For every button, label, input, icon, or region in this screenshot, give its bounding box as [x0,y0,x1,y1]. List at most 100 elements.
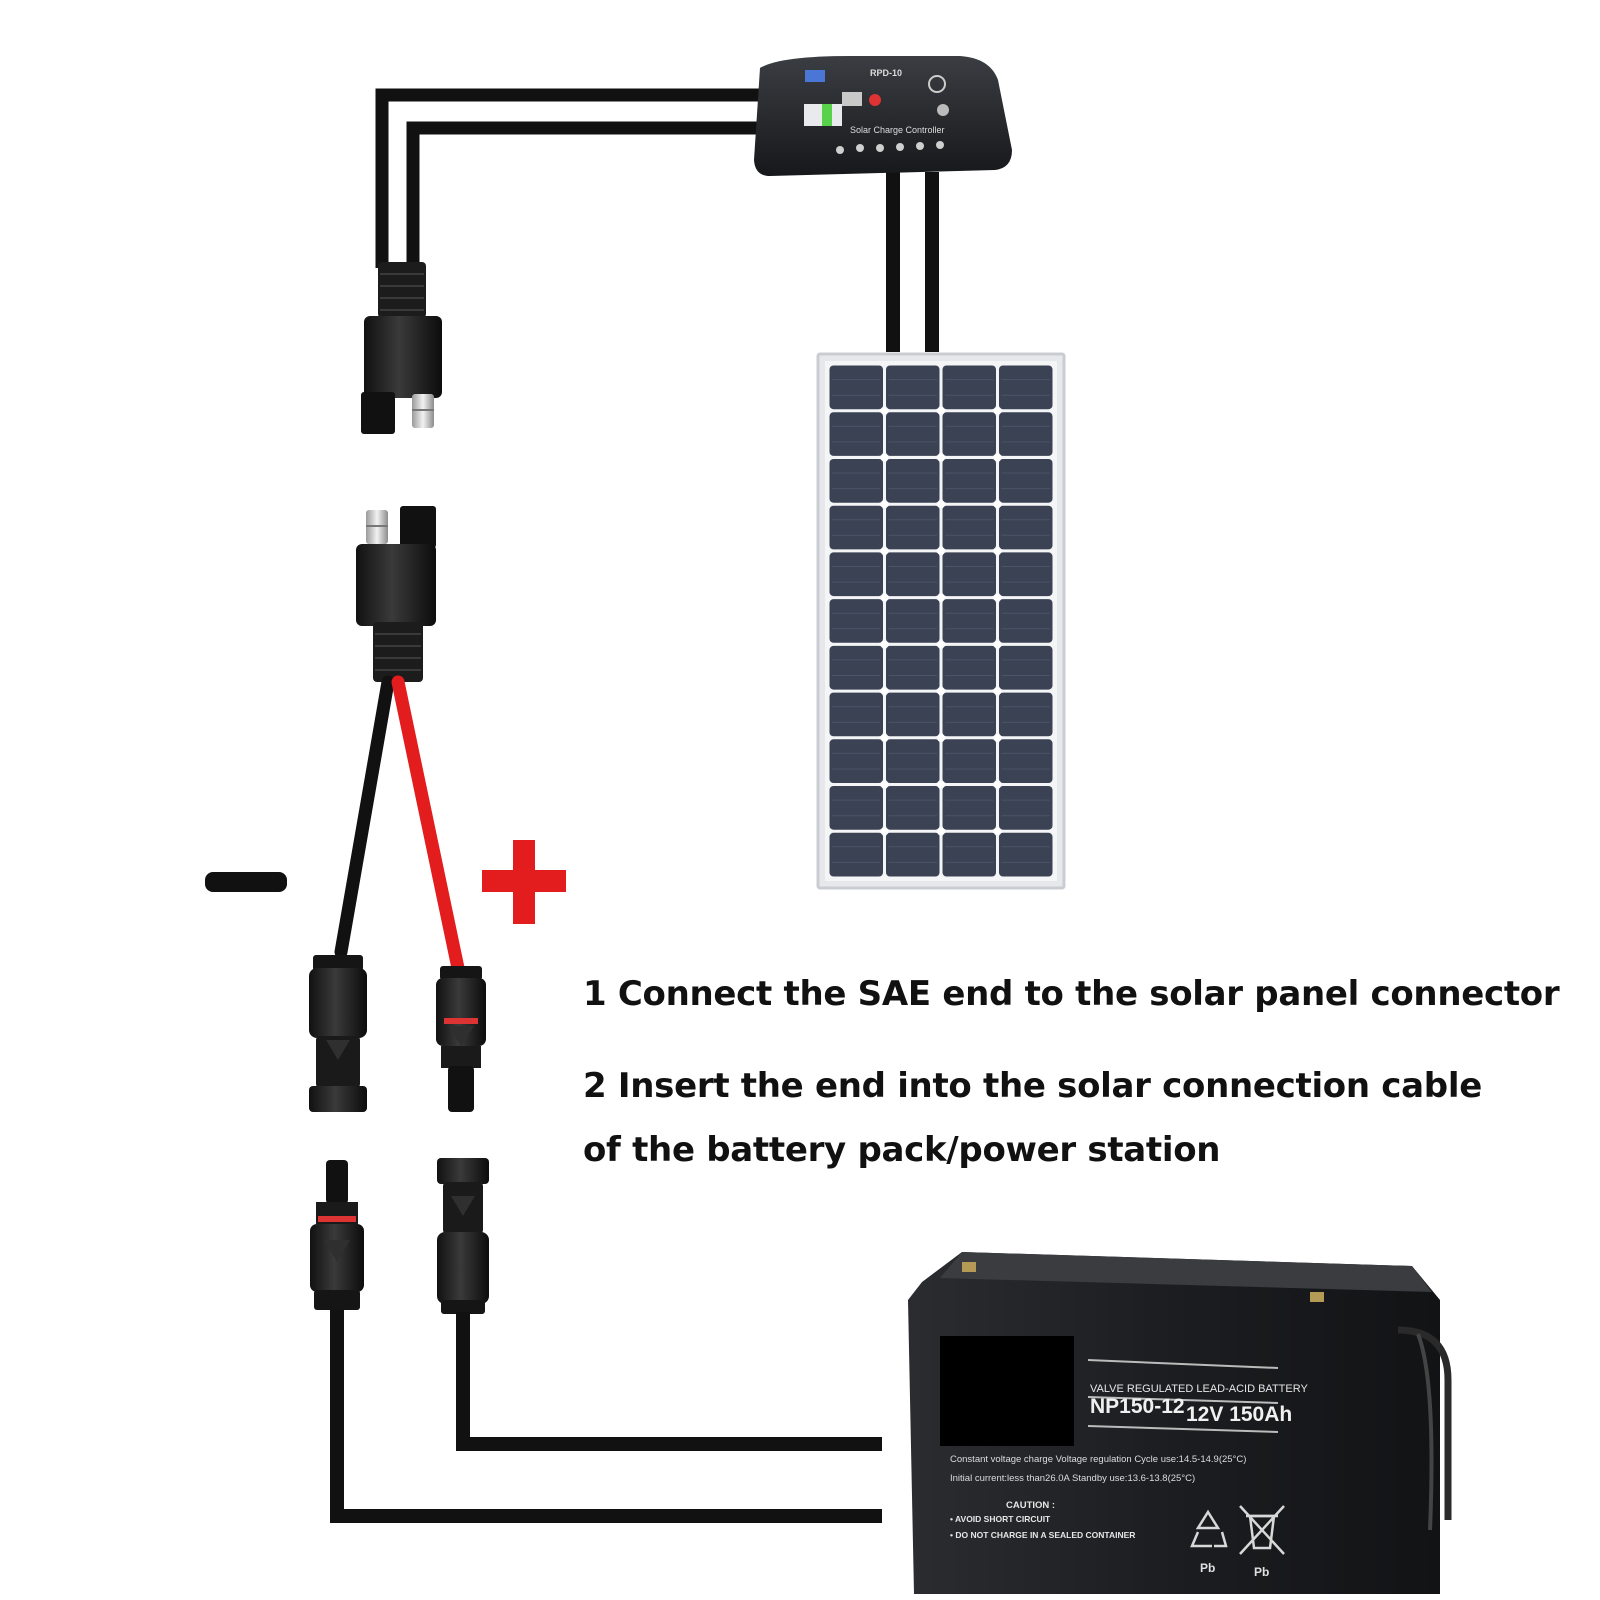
controller-to-sae-cable [375,88,760,268]
solar-cell [886,786,940,830]
solar-cell-corner [880,827,889,836]
split-cable-positive [391,675,465,975]
instruction-step-1: 1 Connect the SAE end to the solar panel… [583,974,1560,1014]
solar-cell [829,832,883,877]
battery-caution-1: • AVOID SHORT CIRCUIT [950,1514,1051,1524]
mc4-connector-icon [310,1160,364,1310]
solar-cell-corner [880,593,889,602]
solar-cell-corner [937,453,945,462]
solar-cell [999,365,1053,410]
solar-cell-corner [993,733,1002,742]
solar-cell-corner [880,453,889,462]
solar-cell-corner [993,546,1002,555]
solar-cell [999,645,1053,690]
battery-caution-2: • DO NOT CHARGE IN A SEALED CONTAINER [950,1530,1135,1540]
solar-cell [886,412,940,456]
solar-cell [829,786,883,830]
solar-cell [829,645,883,690]
battery-spec-line1: Constant voltage charge Voltage regulati… [950,1454,1246,1465]
solar-cell-corner [993,687,1002,696]
instruction-step-2-line-2: of the battery pack/power station [583,1130,1221,1170]
solar-cell [942,739,996,783]
solar-cell-corner [880,733,889,742]
recycle-label: Pb [1200,1561,1215,1575]
solar-cell-corner [937,546,945,555]
solar-cell [942,552,996,597]
solar-cell-corner [993,780,1002,789]
solar-cell-corner [880,406,889,415]
solar-cell [829,552,883,597]
solar-cell-corner [937,733,945,742]
solar-cell-corner [993,640,1002,649]
solar-cell [886,692,940,737]
solar-cell [999,459,1053,503]
solar-cell-corner [937,593,945,602]
solar-cell [829,692,883,737]
instruction-step-2-line-1: 2 Insert the end into the solar connecti… [583,1066,1482,1106]
solar-cell-corner [937,500,945,509]
solar-cell [829,739,883,783]
solar-cell [942,599,996,643]
solar-cell-corner [993,593,1002,602]
solar-cell [999,505,1053,550]
positive-sign [482,840,566,924]
solar-cell-corner [880,687,889,696]
battery-type-text: VALVE REGULATED LEAD-ACID BATTERY [1090,1383,1308,1395]
solar-cell-corner [880,780,889,789]
solar-cell [942,412,996,456]
mc4-connector-icon [437,1158,489,1314]
solar-cell [829,505,883,550]
solar-cell [942,692,996,737]
solar-cell [999,786,1053,830]
solar-cell [829,365,883,410]
solar-cell [886,365,940,410]
solar-cell [829,599,883,643]
solar-cell [886,739,940,783]
solar-cell-corner [937,827,945,836]
controller-model-text: RPD-10 [870,68,902,78]
solar-cell [999,739,1053,783]
solar-cell-corner [993,500,1002,509]
solar-cell [886,552,940,597]
battery-caution-title: CAUTION : [1006,1500,1055,1511]
controller-to-panel-cable [886,172,939,352]
solar-cell-corner [993,827,1002,836]
solar-cell [942,832,996,877]
solar-cell-corner [880,500,889,509]
solar-cell [999,412,1053,456]
battery-rating-text: 12V 150Ah [1186,1403,1292,1426]
solar-cell [942,786,996,830]
mc4-to-battery-cable [330,1310,882,1523]
solar-cell [942,459,996,503]
recycle-icon [1190,1509,1228,1548]
charge-controller-icon: RPD-10 Solar Charge Controller [754,56,1012,176]
solar-cell [999,692,1053,737]
sae-connector-icon [361,262,442,434]
mc4-connector-icon [436,966,486,1112]
crossed-bin-icon [1239,1505,1285,1555]
solar-cell [886,832,940,877]
solar-cell [942,645,996,690]
solar-cell [829,412,883,456]
solar-cell-corner [880,640,889,649]
solar-cell-corner [993,406,1002,415]
solar-cell [886,505,940,550]
solar-cell [886,599,940,643]
solar-cell-corner [937,406,945,415]
sae-connector-icon [356,506,436,682]
solar-cell [999,832,1053,877]
battery-spec-line2: Initial current:less than26.0A Standby u… [950,1473,1195,1484]
solar-cell [999,599,1053,643]
battery-model-text: NP150-12 [1090,1395,1185,1418]
mc4-connector-icon [309,955,367,1112]
controller-label-text: Solar Charge Controller [850,125,945,135]
battery-icon: VALVE REGULATED LEAD-ACID BATTERY NP150-… [908,1252,1452,1594]
bin-label: Pb [1254,1565,1269,1579]
solar-cell [886,459,940,503]
solar-cell [886,645,940,690]
solar-cell [942,365,996,410]
solar-cell-corner [937,780,945,789]
solar-cell-corner [937,640,945,649]
solar-cell-corner [880,546,889,555]
